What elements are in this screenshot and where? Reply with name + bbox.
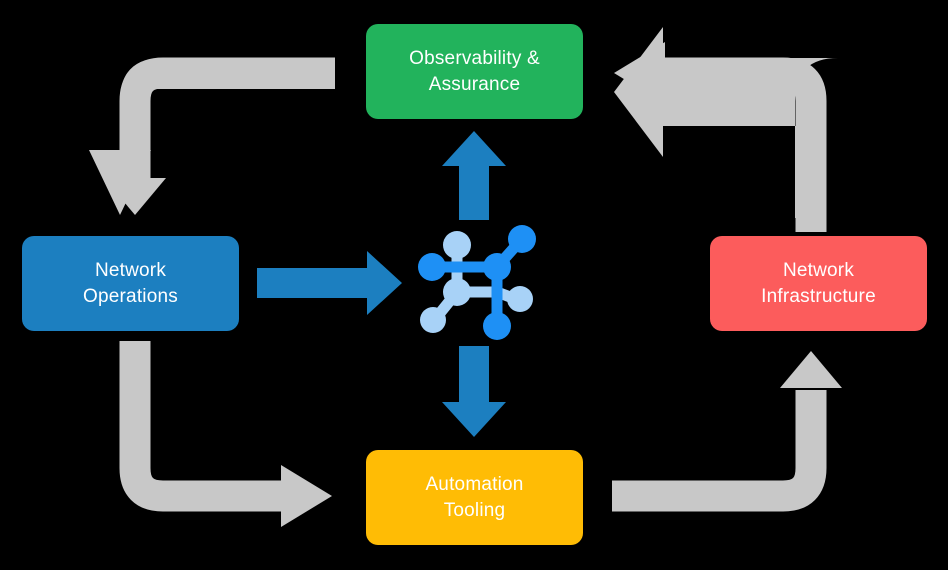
topology-node-right-light — [507, 286, 533, 312]
node-observability-and-assurance[interactable]: Observability & Assurance — [366, 24, 583, 119]
node-network-infrastructure-label: Network Infrastructure — [761, 260, 876, 307]
node-automation-tooling[interactable]: Automation Tooling — [366, 450, 583, 545]
topology-node-bottom-left-light — [420, 307, 446, 333]
topology-node-center-light — [443, 278, 471, 306]
node-network-operations-label: Network Operations — [83, 260, 178, 307]
topology-node-bottom-dark — [483, 312, 511, 340]
blue-arrow-center-to-observability — [442, 131, 506, 220]
topology-node-top-right-dark — [508, 225, 536, 253]
blue-arrow-center-to-automation — [442, 346, 506, 437]
blue-arrow-operations-to-center — [257, 251, 402, 315]
node-network-operations[interactable]: Network Operations — [22, 236, 239, 331]
network-topology-icon — [418, 225, 536, 340]
node-network-infrastructure[interactable]: Network Infrastructure — [710, 236, 927, 331]
node-automation-tooling-label: Automation Tooling — [425, 474, 524, 521]
topology-node-left-dark — [418, 253, 446, 281]
node-observability-label: Observability & Assurance — [409, 48, 540, 95]
topology-node-hub-dark — [483, 253, 511, 281]
gray-arrow-shapes — [104, 42, 842, 527]
topology-node-top-light — [443, 231, 471, 259]
